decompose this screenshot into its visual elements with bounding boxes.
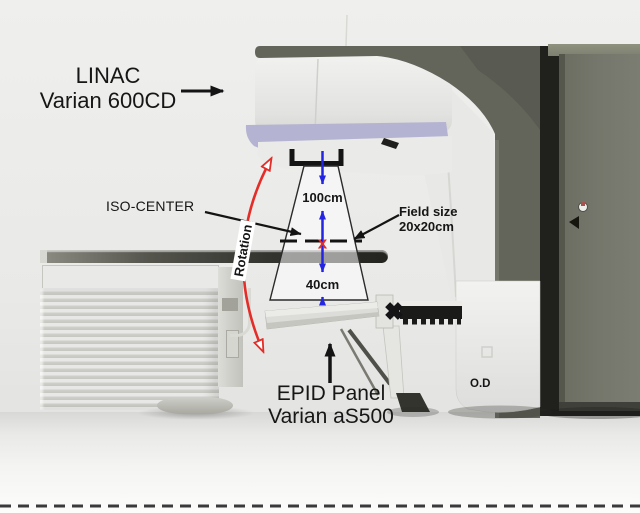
epid-arm-rack	[400, 306, 462, 319]
linac-label-line2: Varian 600CD	[39, 88, 177, 113]
gantry-base	[448, 280, 552, 419]
field-size-label-line1: Field size	[399, 204, 458, 219]
head-vent-slot	[381, 138, 399, 149]
gantry	[245, 46, 552, 419]
field-size-label-line2: 20x20cm	[399, 218, 454, 234]
collimator-mount	[289, 149, 344, 166]
gantry-head	[255, 56, 452, 133]
epid-arm-assembly	[264, 294, 462, 417]
cabinet-latch	[569, 216, 579, 229]
epid-panel-label-line2: Varian aS500	[268, 404, 394, 428]
source-iso-distance-label: 100cm	[302, 190, 343, 205]
couch-foot-pedestal	[157, 397, 233, 414]
iso-panel-distance-label: 40cm	[305, 277, 340, 292]
couch-base-bellows	[40, 288, 219, 410]
epid-panel-label: EPID Panel Varian aS500	[255, 382, 407, 428]
epid-foot	[396, 393, 430, 412]
isocenter-x-marker: x	[318, 234, 328, 253]
field-size-label: Field size 20x20cm	[399, 204, 458, 234]
od-label: O.D	[470, 378, 491, 390]
couch-tabletop-end	[40, 250, 47, 263]
linac-label-line1: LINAC	[75, 63, 141, 88]
equipment-cabinet	[540, 44, 640, 419]
ceiling-seam-line	[345, 14, 348, 47]
epid-arm-clamp	[385, 302, 403, 320]
iso-center-label: ISO-CENTER	[106, 198, 195, 214]
epid-panel-label-line1: EPID Panel	[276, 382, 386, 405]
linac-label: LINAC Varian 600CD	[33, 63, 183, 113]
field-size-pointer-arrow	[353, 214, 400, 240]
room-floor	[0, 412, 640, 513]
